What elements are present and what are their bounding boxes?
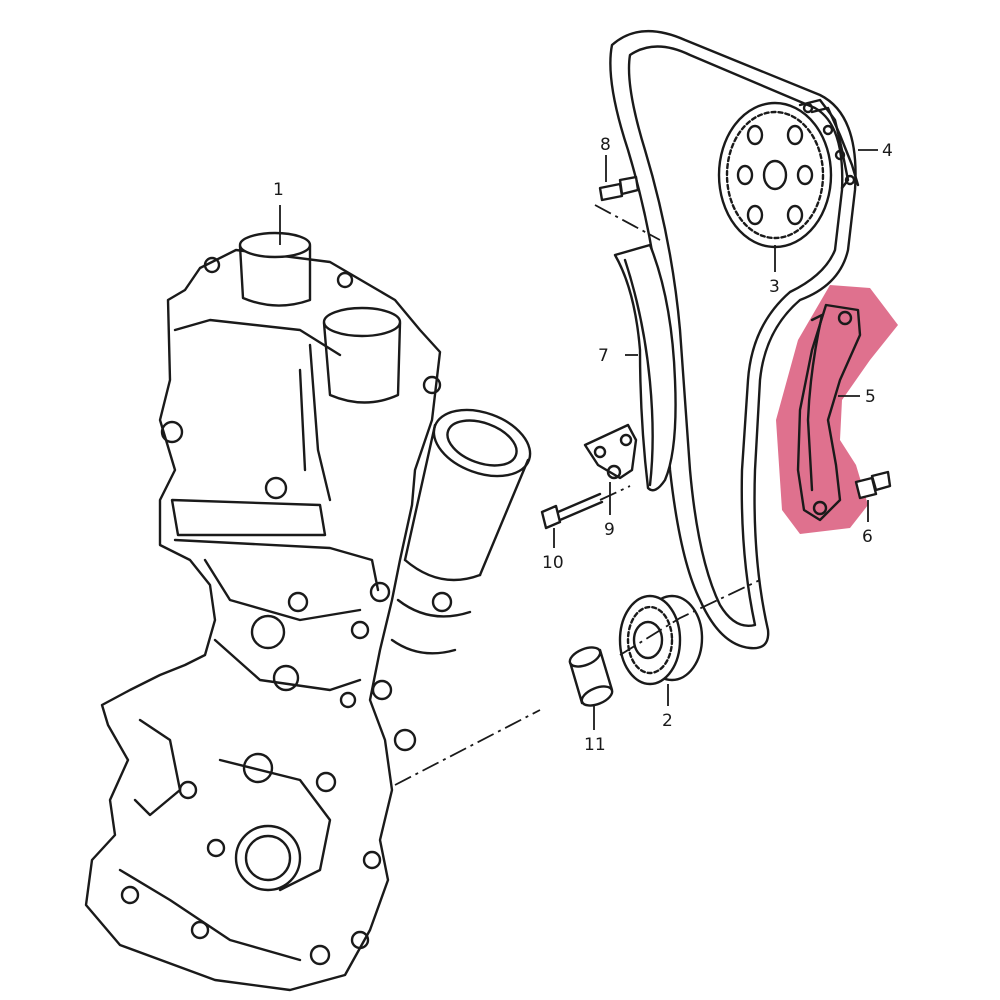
guide-pin-icon (594, 175, 661, 241)
callout-4: 4 (882, 141, 893, 161)
chain-tensioner-icon (583, 423, 638, 480)
tensioner-rail-highlight (776, 285, 898, 534)
tensioner-rail-icon (796, 303, 862, 522)
callout-1: 1 (273, 180, 284, 200)
bolt-icon (540, 485, 631, 530)
callout-7: 7 (598, 346, 609, 366)
callout-10: 10 (542, 553, 564, 573)
callout-3: 3 (769, 277, 780, 297)
callout-8: 8 (600, 135, 611, 155)
chain-link-icon (798, 98, 860, 190)
bushing-icon (568, 646, 614, 707)
crankshaft-sprocket-icon (618, 594, 704, 686)
timing-cover-icon (84, 231, 532, 992)
callout-2: 2 (662, 711, 673, 731)
callout-6: 6 (862, 527, 873, 547)
callout-5: 5 (865, 387, 876, 407)
leader-lines (279, 149, 878, 730)
camshaft-sprocket-icon (717, 101, 833, 249)
callout-11: 11 (584, 735, 606, 755)
callout-9: 9 (604, 520, 615, 540)
pivot-bolt-icon (854, 470, 892, 500)
guide-rail-icon (613, 243, 677, 492)
